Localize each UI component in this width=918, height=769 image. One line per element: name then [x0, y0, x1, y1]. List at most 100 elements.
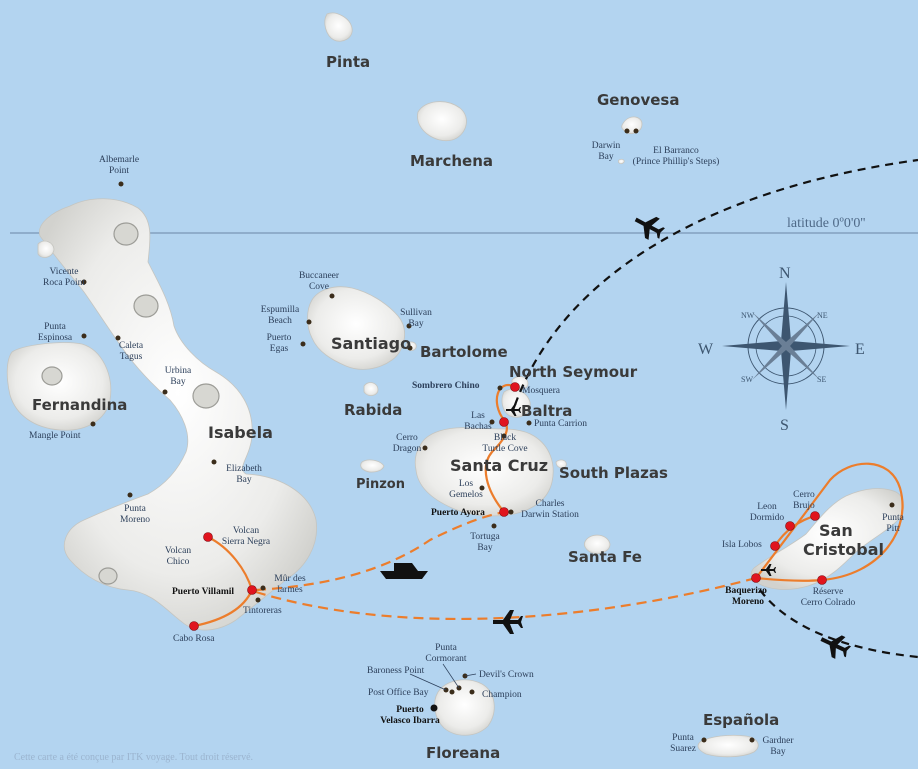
- genovesa-islet: [617, 158, 625, 165]
- santa-fe-island: [583, 534, 611, 554]
- compass-n-label: N: [779, 265, 791, 282]
- place-sombrero-chino: Sombrero Chino: [412, 381, 480, 391]
- site-dot: [497, 385, 503, 391]
- site-dot: [300, 341, 306, 347]
- island-label-espanola: Española: [703, 711, 779, 729]
- compass-nw-label: NW: [741, 311, 755, 320]
- stop-dot: [203, 532, 213, 542]
- crater-icon: [133, 294, 159, 318]
- site-dot: [749, 737, 755, 743]
- island-label-santa-cruz: Santa Cruz: [450, 456, 548, 475]
- crater-icon: [98, 567, 118, 585]
- leader-lines: [409, 663, 477, 691]
- crater-icon: [113, 222, 139, 246]
- map-credit: Cette carte a été conçue par ITK voyage.…: [14, 752, 253, 763]
- compass-star: [786, 346, 820, 380]
- stop-dot: [499, 507, 509, 517]
- compass-w-label: W: [698, 341, 714, 358]
- stop-dots: [189, 382, 827, 631]
- flight-route-south: [759, 589, 918, 659]
- site-dot: [90, 421, 96, 427]
- stop-dot: [510, 382, 520, 392]
- compass-star: [752, 346, 786, 380]
- site-dot: [162, 389, 168, 395]
- compass-s-label: S: [780, 417, 789, 434]
- place-cabo-rosa: Cabo Rosa: [173, 634, 215, 644]
- island-label-south-plazas: South Plazas: [559, 464, 668, 482]
- site-dot: [407, 345, 413, 351]
- site-dot: [406, 323, 412, 329]
- islands: [6, 12, 905, 758]
- island-label-cristobal: Cristobal: [803, 540, 884, 559]
- volcano-craters: [41, 222, 220, 585]
- site-dot: [211, 459, 217, 465]
- isabela-island: [39, 198, 318, 631]
- site-dot: [889, 502, 895, 508]
- south-plazas-island: [555, 459, 567, 469]
- island-label-san: San: [819, 521, 853, 540]
- island-label-marchena: Marchena: [410, 152, 493, 170]
- site-dot: [81, 333, 87, 339]
- santiago-island: [307, 286, 405, 370]
- island-label-floreana: Floreana: [426, 744, 500, 762]
- island-label-santa-fe: Santa Fe: [568, 548, 642, 566]
- site-dot: [255, 597, 261, 603]
- ferry-route: [255, 510, 505, 592]
- town-dot: [430, 704, 438, 712]
- place-baroness-point: Baroness Point: [367, 666, 425, 676]
- flight-routes: [513, 158, 918, 659]
- stop-dot: [189, 621, 199, 631]
- floreana-island: [434, 679, 495, 736]
- island-label-baltra: Baltra: [521, 402, 572, 420]
- island-label-pinta: Pinta: [326, 53, 370, 71]
- site-dot: [491, 523, 497, 529]
- place-isla-lobos: Isla Lobos: [722, 540, 762, 550]
- site-dot: [449, 689, 455, 695]
- leader-line: [442, 663, 460, 689]
- island-label-pinzon: Pinzon: [356, 477, 405, 492]
- island-label-genovesa: Genovesa: [597, 91, 679, 109]
- dashed-sea-routes: [255, 510, 757, 621]
- pinzon-island: [360, 459, 385, 473]
- latitude-label: latitude 0º0'0'': [787, 216, 865, 231]
- island-label-fernandina: Fernandina: [32, 396, 127, 414]
- rabida-island: [363, 382, 379, 396]
- fernandina-island: [6, 342, 112, 431]
- site-dot: [501, 433, 507, 439]
- site-dots: [81, 128, 895, 743]
- flight-route-islands: [255, 576, 757, 621]
- site-dot: [115, 335, 121, 341]
- place-el-barranco: El Barranco(Prince Phillip's Steps): [633, 146, 720, 167]
- site-dot: [508, 509, 514, 515]
- stop-dot: [247, 585, 257, 595]
- place-tintoreras: Tintoreras: [243, 606, 282, 616]
- compass-e-label: E: [855, 341, 865, 358]
- crater-icon: [41, 366, 63, 386]
- site-dot: [118, 181, 124, 187]
- island-label-santiago: Santiago: [331, 334, 411, 353]
- site-dot: [81, 279, 87, 285]
- boat-cabin: [394, 563, 418, 571]
- santa-cruz-island: [414, 427, 554, 517]
- boat-hull: [380, 571, 428, 579]
- crater-icon: [192, 383, 220, 409]
